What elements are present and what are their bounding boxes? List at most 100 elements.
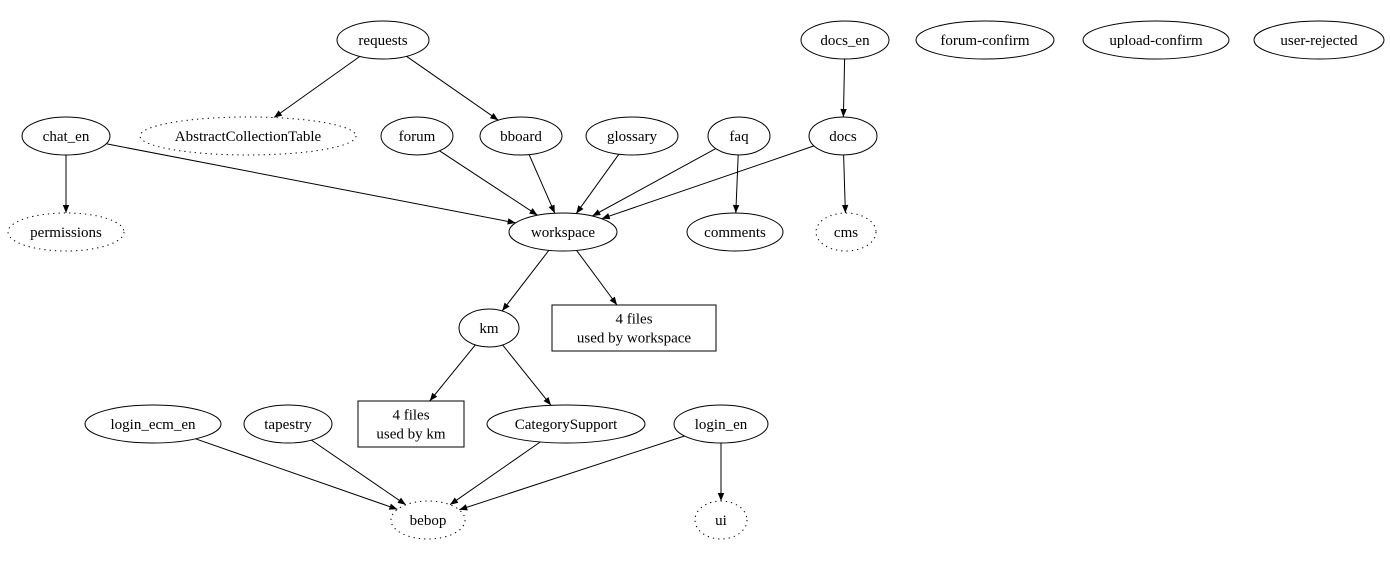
ellipse-outline xyxy=(707,116,771,156)
node-label-line: requests xyxy=(358,33,407,49)
node-CategorySupport: CategorySupport xyxy=(486,404,646,444)
node-label: km xyxy=(479,321,499,337)
ellipse-outline xyxy=(808,116,878,156)
node-km_files: 4 files used by km xyxy=(357,400,465,448)
edge-bboard-workspace xyxy=(528,154,556,214)
node-label-line: forum-confirm xyxy=(940,33,1029,49)
ellipse-outline xyxy=(1253,20,1385,60)
node-label: login_ecm_en xyxy=(111,417,196,433)
node-workspace: workspace xyxy=(508,212,618,252)
node-bboard: bboard xyxy=(479,116,563,156)
node-label-line: used by km xyxy=(376,427,445,443)
ellipse-outline xyxy=(243,404,333,444)
node-label: faq xyxy=(729,129,749,145)
node-login_en: login_en xyxy=(673,404,769,444)
node-label-line: glossary xyxy=(607,129,657,145)
node-label-line: docs_en xyxy=(820,33,870,49)
node-tapestry: tapestry xyxy=(243,404,333,444)
edge-glossary-workspace xyxy=(575,153,620,214)
node-label: comments xyxy=(704,225,766,241)
edge-login_ecm_en-bebop xyxy=(195,438,398,510)
node-chat_en: chat_en xyxy=(21,116,111,156)
ellipse-outline xyxy=(800,20,890,60)
edge-workspace-workspace_files xyxy=(576,250,618,306)
node-label: chat_en xyxy=(43,129,90,145)
ellipse-outline xyxy=(585,116,679,156)
node-label-line: login_ecm_en xyxy=(111,417,196,433)
node-docs: docs xyxy=(808,116,878,156)
edge-workspace-km xyxy=(501,249,550,312)
ellipse-outline xyxy=(390,500,466,540)
node-layer: requests docs_en forum-confirm upload-confi… xyxy=(7,20,1385,540)
node-label: bboard xyxy=(500,129,542,145)
node-label: 4 files used by km xyxy=(376,408,445,443)
node-label: requests xyxy=(358,33,407,49)
node-label: permissions xyxy=(30,225,102,241)
node-bebop: bebop xyxy=(390,500,466,540)
ellipse-outline xyxy=(1082,20,1230,60)
node-label: AbstractCollectionTable xyxy=(175,129,322,145)
edge-docs-cms xyxy=(841,154,849,214)
node-label-line: 4 files xyxy=(392,408,429,424)
node-label-line: workspace xyxy=(531,225,595,241)
node-label-line: bebop xyxy=(410,513,447,529)
node-label-line: permissions xyxy=(30,225,102,241)
node-upload-confirm: upload-confirm xyxy=(1082,20,1230,60)
node-km: km xyxy=(458,308,520,348)
ellipse-outline xyxy=(336,20,430,60)
node-label-line: comments xyxy=(704,225,766,241)
ellipse-outline xyxy=(84,404,222,444)
node-glossary: glossary xyxy=(585,116,679,156)
ellipse-outline xyxy=(479,116,563,156)
node-label-line: docs xyxy=(829,129,857,145)
node-label: ui xyxy=(715,513,727,529)
node-AbstractCollectionTable: AbstractCollectionTable xyxy=(139,116,357,156)
ellipse-outline xyxy=(380,116,454,156)
node-permissions: permissions xyxy=(7,212,125,252)
ellipse-outline xyxy=(915,20,1055,60)
node-requests: requests xyxy=(336,20,430,60)
ellipse-outline xyxy=(139,116,357,156)
node-label: tapestry xyxy=(264,417,312,433)
node-label: user-rejected xyxy=(1280,33,1358,49)
ellipse-outline xyxy=(7,212,125,252)
node-ui: ui xyxy=(694,500,748,540)
edge-requests-bboard xyxy=(406,55,499,121)
node-label-line: AbstractCollectionTable xyxy=(175,129,322,145)
node-label-line: km xyxy=(479,321,499,337)
node-label: workspace xyxy=(531,225,595,241)
ellipse-outline xyxy=(673,404,769,444)
ellipse-outline xyxy=(458,308,520,348)
edge-forum-workspace xyxy=(439,150,538,216)
edge-km-km_files xyxy=(429,344,476,402)
node-label: forum-confirm xyxy=(940,33,1029,49)
node-label-line: tapestry xyxy=(264,417,312,433)
node-label: upload-confirm xyxy=(1109,33,1203,49)
edge-chat_en-workspace xyxy=(106,143,516,225)
node-label-line: cms xyxy=(834,225,858,241)
node-forum: forum xyxy=(380,116,454,156)
edge-login_en-bebop xyxy=(459,435,685,511)
node-label: glossary xyxy=(607,129,657,145)
ellipse-outline xyxy=(815,212,877,252)
node-forum-confirm: forum-confirm xyxy=(915,20,1055,60)
node-label-line: faq xyxy=(729,129,749,145)
edge-faq-workspace xyxy=(592,148,717,217)
node-label-line: CategorySupport xyxy=(515,417,618,433)
box-outline xyxy=(357,400,465,448)
edge-layer xyxy=(62,55,849,511)
edge-faq-comments xyxy=(732,154,740,214)
node-comments: comments xyxy=(686,212,784,252)
node-label-line: upload-confirm xyxy=(1109,33,1203,49)
node-label: cms xyxy=(834,225,858,241)
ellipse-outline xyxy=(21,116,111,156)
node-label-line: ui xyxy=(715,513,727,529)
node-label-line: bboard xyxy=(500,129,542,145)
node-cms: cms xyxy=(815,212,877,252)
edge-CategorySupport-bebop xyxy=(449,441,541,506)
node-label: login_en xyxy=(695,417,748,433)
